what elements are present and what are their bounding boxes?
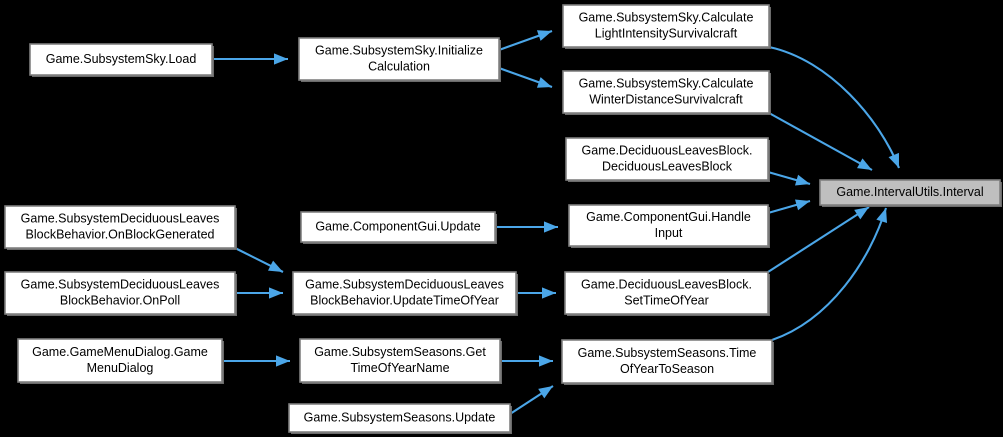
node-label: Game.SubsystemSky.Calculate — [579, 76, 754, 90]
edge-arrowhead — [542, 287, 556, 299]
edge-arrowhead — [274, 53, 288, 65]
graph-node-subsystemdeciduousleavesblockbehavior-updatetimeofyear[interactable]: Game.SubsystemDeciduousLeavesBlockBehavi… — [292, 271, 518, 316]
call-edge — [516, 287, 556, 299]
node-rect[interactable] — [568, 204, 769, 247]
node-label: SetTimeOfYear — [624, 293, 709, 307]
graph-node-subsystemsky-calculatelightintensitysurvivalcraft[interactable]: Game.SubsystemSky.CalculateLightIntensit… — [562, 4, 771, 49]
edge-arrowhead — [267, 260, 283, 272]
call-edge — [212, 53, 288, 65]
edge-arrowhead — [854, 207, 869, 220]
node-rect[interactable] — [298, 37, 500, 81]
edge-line — [768, 45, 900, 169]
node-rect[interactable] — [562, 70, 770, 114]
edge-arrowhead — [269, 287, 283, 299]
node-label: Game.GameMenuDialog.Game — [32, 345, 208, 359]
node-label: BlockBehavior.OnBlockGenerated — [26, 227, 215, 241]
node-label: BlockBehavior.OnPoll — [60, 293, 180, 307]
node-label: Game.SubsystemSky.Load — [46, 52, 197, 66]
node-label: OfYearToSeason — [620, 362, 714, 376]
node-label: Game.DeciduousLeavesBlock. — [582, 143, 753, 157]
call-edge — [222, 355, 290, 367]
node-label: Game.SubsystemSeasons.Update — [304, 410, 496, 424]
graph-node-componentgui-update[interactable]: Game.ComponentGui.Update — [300, 211, 497, 244]
node-rect[interactable] — [4, 205, 236, 249]
edge-arrowhead — [544, 221, 558, 233]
node-label: TimeOfYearName — [350, 361, 449, 375]
node-label: Game.ComponentGui.Update — [315, 219, 480, 233]
node-rect[interactable] — [300, 211, 496, 243]
call-edge — [500, 355, 553, 367]
call-edge — [768, 112, 873, 171]
call-edge — [495, 221, 558, 233]
node-label: MenuDialog — [87, 361, 154, 375]
graph-node-subsystemseasons-update[interactable]: Game.SubsystemSeasons.Update — [288, 403, 512, 434]
node-rect[interactable] — [299, 338, 501, 383]
node-rect[interactable] — [292, 271, 517, 315]
node-label: Input — [655, 226, 683, 240]
graph-node-subsystemsky-load[interactable]: Game.SubsystemSky.Load — [29, 43, 214, 77]
call-edge — [498, 67, 553, 88]
edge-line — [771, 207, 888, 341]
call-edge — [509, 385, 554, 415]
call-edge — [767, 199, 811, 215]
edge-arrowhead — [794, 174, 810, 186]
node-rect[interactable] — [29, 43, 213, 76]
call-edge — [767, 206, 870, 273]
graph-node-deciduousleavesblock-ctor[interactable]: Game.DeciduousLeavesBlock. DeciduousLeave… — [565, 137, 770, 182]
node-layer: Game.SubsystemSky.LoadGame.SubsystemSky.… — [4, 4, 1002, 434]
node-rect[interactable] — [17, 338, 223, 383]
node-label: DeciduousLeavesBlock — [602, 159, 733, 173]
edge-arrowhead — [888, 152, 899, 168]
node-rect[interactable] — [564, 271, 769, 315]
node-label: Calculation — [368, 59, 430, 73]
edge-layer — [212, 30, 900, 415]
graph-node-subsystemsky-calculatewinterdistancesurvivalcraft[interactable]: Game.SubsystemSky.CalculateWinterDistanc… — [562, 70, 771, 115]
graph-node-intervalutils-interval[interactable]: Game.IntervalUtils.Interval — [819, 179, 1002, 207]
edge-line — [767, 206, 870, 273]
edge-arrowhead — [538, 386, 553, 399]
node-rect[interactable] — [565, 137, 769, 181]
call-edge — [768, 45, 900, 169]
node-label: Game.SubsystemSky.Initialize — [315, 43, 483, 57]
node-rect[interactable] — [562, 4, 770, 48]
call-edge — [498, 30, 553, 51]
node-label: Game.IntervalUtils.Interval — [836, 185, 983, 199]
node-label: Game.SubsystemDeciduousLeaves — [21, 211, 220, 225]
edge-arrowhead — [539, 355, 553, 367]
node-label: LightIntensitySurvivalcraft — [595, 26, 738, 40]
node-label: Game.DeciduousLeavesBlock. — [581, 277, 752, 291]
node-label: Game.ComponentGui.Handle — [586, 210, 751, 224]
graph-node-subsystemdeciduousleavesblockbehavior-onblockgenerated[interactable]: Game.SubsystemDeciduousLeavesBlockBehavi… — [4, 205, 237, 250]
node-label: WinterDistanceSurvivalcraft — [589, 92, 743, 106]
node-label: BlockBehavior.UpdateTimeOfYear — [310, 293, 499, 307]
node-label: Game.SubsystemSeasons.Time — [578, 346, 757, 360]
node-label: Game.SubsystemSky.Calculate — [579, 10, 754, 24]
call-edge — [767, 170, 811, 186]
node-label: Game.SubsystemDeciduousLeaves — [305, 277, 504, 291]
edge-arrowhead — [536, 77, 552, 88]
node-rect[interactable] — [561, 339, 773, 384]
call-edge — [771, 207, 888, 341]
edge-arrowhead — [536, 30, 552, 41]
node-rect[interactable] — [819, 179, 1001, 206]
node-rect[interactable] — [4, 271, 236, 315]
edge-arrowhead — [276, 355, 290, 367]
graph-node-deciduousleavesblock-settimeofyear[interactable]: Game.DeciduousLeavesBlock. SetTimeOfYear — [564, 271, 770, 316]
graph-node-subsystemdeciduousleavesblockbehavior-onpoll[interactable]: Game.SubsystemDeciduousLeavesBlockBehavi… — [4, 271, 237, 316]
edge-arrowhead — [857, 158, 872, 170]
edge-arrowhead — [876, 208, 887, 224]
call-edge — [234, 247, 284, 273]
node-rect[interactable] — [288, 403, 511, 433]
node-label: Game.SubsystemSeasons.Get — [314, 345, 486, 359]
edge-line — [768, 112, 873, 171]
node-label: Game.SubsystemDeciduousLeaves — [21, 277, 220, 291]
call-edge — [235, 287, 283, 299]
graph-node-gamemenudialog-ctor[interactable]: Game.GameMenuDialog.GameMenuDialog — [17, 338, 224, 384]
edge-arrowhead — [794, 199, 810, 211]
